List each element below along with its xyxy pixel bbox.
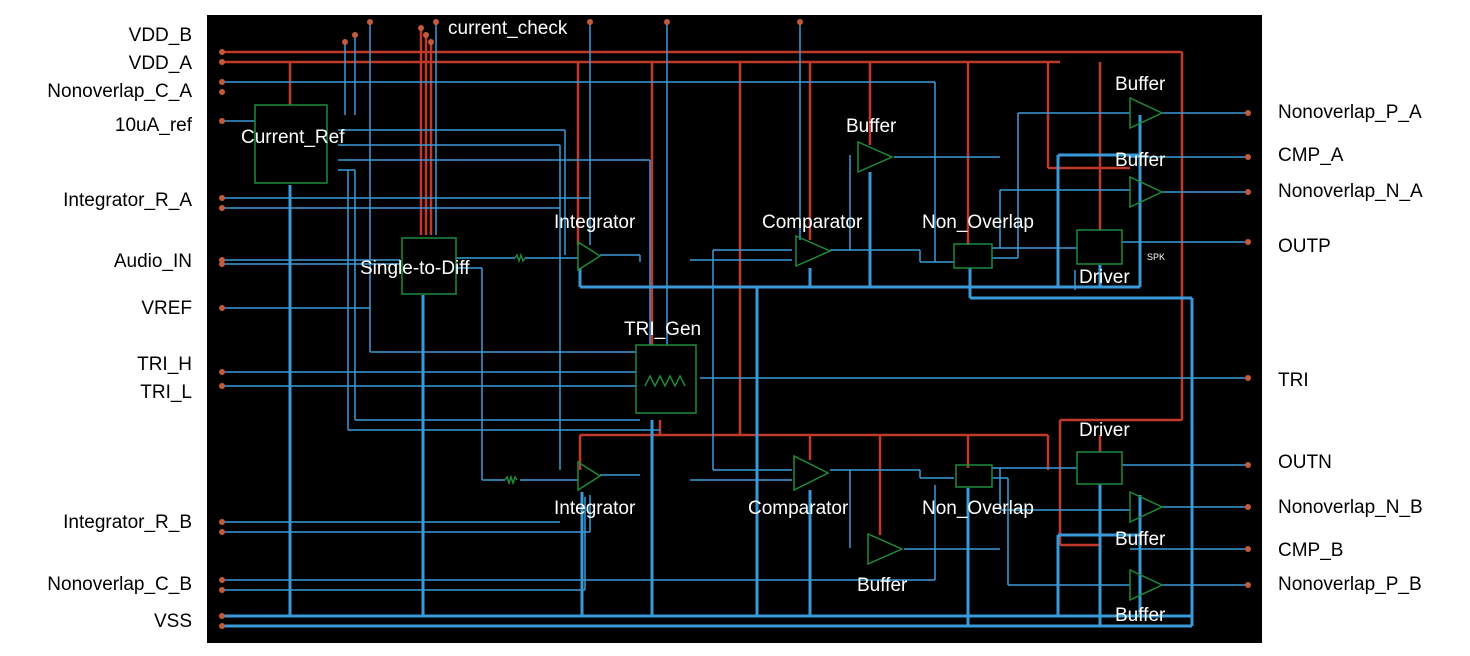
integrator-a-label: Integrator <box>554 212 636 233</box>
driver-a-label: Driver <box>1079 267 1130 288</box>
signal-nets <box>222 22 1250 591</box>
buffer-cmp-a-label: Buffer <box>846 116 897 137</box>
pin-connectors <box>219 19 1251 629</box>
buffer-p-a-symbol <box>1129 96 1164 130</box>
comparator-b-symbol <box>793 454 830 492</box>
buffer-n-b-symbol <box>1129 490 1164 524</box>
driver-b-label: Driver <box>1079 420 1130 441</box>
pin-label-10ua-ref: 10uA_ref <box>114 115 192 136</box>
resistor-b-symbol <box>504 474 518 486</box>
driver-b-symbol <box>1076 451 1123 485</box>
tri-gen-label: TRI_Gen <box>624 319 701 340</box>
current-ref-symbol <box>254 104 328 184</box>
pin-label-cmp-a: CMP_A <box>1278 145 1344 166</box>
integrator-b-label: Integrator <box>554 498 636 519</box>
pin-label-nonoverlap-n-b: Nonoverlap_N_B <box>1278 497 1423 518</box>
non-overlap-b-symbol <box>955 464 993 488</box>
pin-label-nonoverlap-c-a: Nonoverlap_C_A <box>47 81 192 102</box>
current-check-label: current_check <box>448 18 568 39</box>
integrator-a-symbol <box>577 240 602 272</box>
non-overlap-a-label: Non_Overlap <box>922 212 1034 233</box>
comparator-b-label: Comparator <box>748 498 849 519</box>
block-labels: Current_Ref Single-to-Diff TRI_Gen Integ… <box>241 74 1166 626</box>
non-overlap-a-symbol <box>953 243 993 269</box>
pin-label-nonoverlap-c-b: Nonoverlap_C_B <box>47 574 192 595</box>
buffer-p-b-symbol <box>1129 568 1164 602</box>
grid-dots <box>207 15 1262 643</box>
buffer-n-b-label: Buffer <box>1115 529 1166 550</box>
pin-label-vdd-a: VDD_A <box>128 53 192 74</box>
triangle-wave-glyph <box>644 374 686 388</box>
spk-label: SPK <box>1147 252 1165 262</box>
current-ref-label: Current_Ref <box>241 127 345 148</box>
buffer-p-a-label: Buffer <box>1115 74 1166 95</box>
pin-label-tri-l: TRI_L <box>140 382 192 403</box>
pin-label-vss: VSS <box>153 611 192 632</box>
pin-label-nonoverlap-p-a: Nonoverlap_P_A <box>1278 102 1422 123</box>
block-symbols <box>254 96 1164 602</box>
pin-label-outp: OUTP <box>1278 236 1331 257</box>
buffer-cmp-b-symbol <box>867 532 904 566</box>
pin-label-nonoverlap-p-b: Nonoverlap_P_B <box>1278 574 1422 595</box>
pin-label-vdd-b: VDD_B <box>128 25 192 46</box>
single-to-diff-symbol <box>401 237 457 295</box>
pin-label-vref: VREF <box>141 298 192 319</box>
pin-label-tri-h: TRI_H <box>137 354 192 375</box>
buffer-n-a-label: Buffer <box>1115 150 1166 171</box>
pin-label-audio-in: Audio_IN <box>113 251 192 272</box>
non-overlap-b-label: Non_Overlap <box>922 498 1034 519</box>
buffer-p-b-label: Buffer <box>1115 605 1166 626</box>
pin-label-nonoverlap-n-a: Nonoverlap_N_A <box>1278 181 1423 202</box>
single-to-diff-label: Single-to-Diff <box>360 258 470 279</box>
buffer-n-a-symbol <box>1129 175 1164 209</box>
tri-gen-symbol <box>635 344 697 414</box>
pin-label-outn: OUTN <box>1278 452 1332 473</box>
resistor-a-symbol <box>514 252 526 264</box>
pin-label-integrator-r-b: Integrator_R_B <box>63 512 192 533</box>
buffer-cmp-a-symbol <box>857 140 894 174</box>
pin-label-cmp-b: CMP_B <box>1278 540 1344 561</box>
integrator-b-symbol <box>577 460 602 492</box>
buffer-cmp-b-label: Buffer <box>857 575 908 596</box>
pin-label-tri: TRI <box>1278 370 1309 391</box>
pin-label-integrator-r-a: Integrator_R_A <box>63 190 192 211</box>
driver-a-symbol <box>1076 229 1123 265</box>
comparator-a-label: Comparator <box>762 212 863 233</box>
comparator-a-symbol <box>795 234 832 268</box>
